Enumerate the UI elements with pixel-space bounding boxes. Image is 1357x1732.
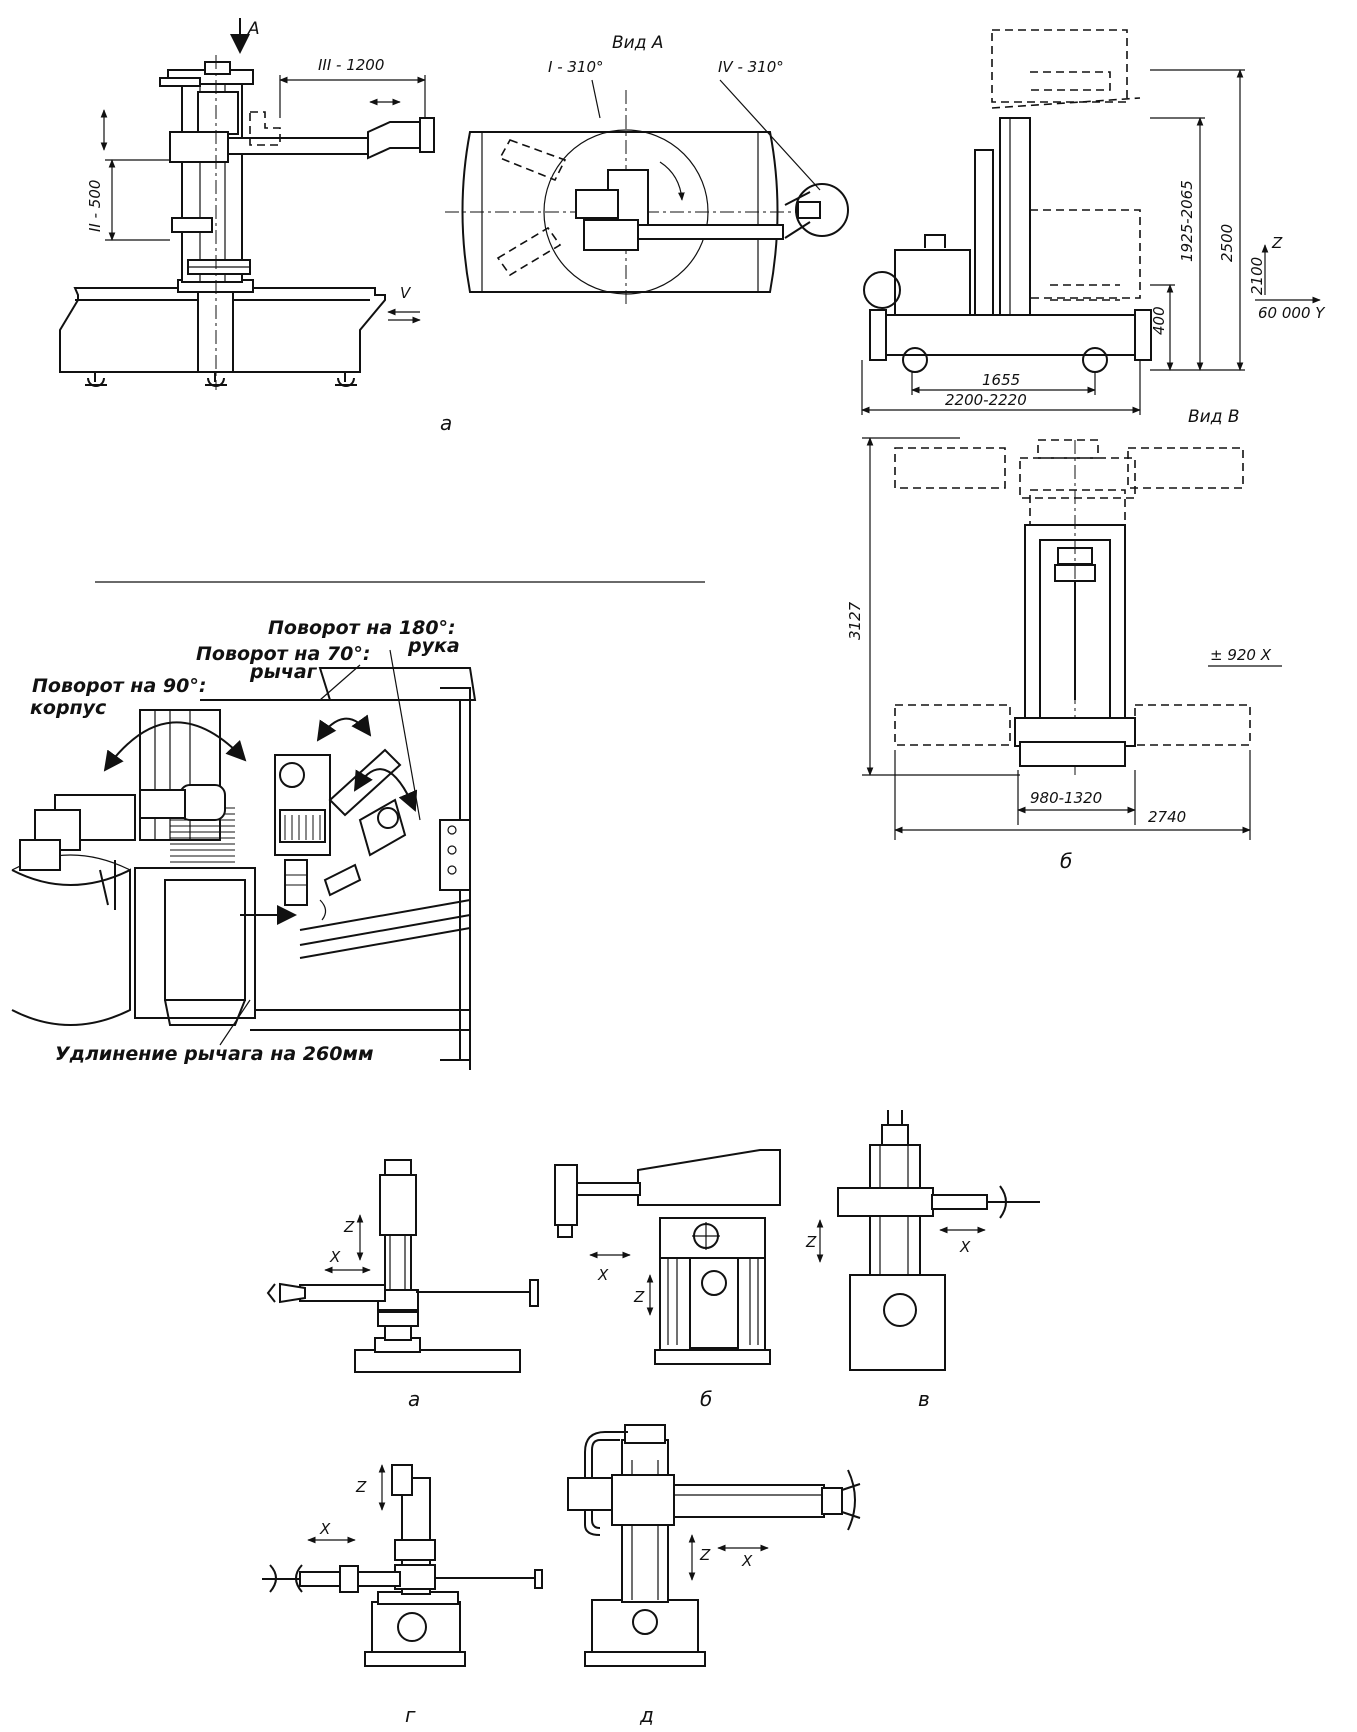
gripper-head: [367, 121, 426, 160]
axis-z: Z: [1271, 234, 1283, 252]
scheme-g-axis-x: X: [319, 1520, 331, 1538]
drive-motor: [179, 784, 226, 821]
caption-a-top: а: [440, 411, 452, 435]
upright-post: [999, 117, 1031, 319]
spindle: [284, 859, 308, 906]
scheme-d-axis-x: X: [741, 1552, 753, 1570]
caption-a-bottom: а: [408, 1387, 420, 1411]
label-rot-180: Поворот на 180°:: [268, 617, 456, 639]
scheme-b-base: [654, 1349, 771, 1365]
motor-circle: [863, 271, 901, 309]
ghost-side-right-top: [1127, 447, 1244, 489]
dim-z-range: 1925-2065: [1178, 180, 1196, 262]
dim-400: 400: [1150, 306, 1168, 335]
panel-b-elevation: 1925-2065 2500 2100 400 Z 60 000 Y 1655 …: [846, 29, 1326, 873]
gripper-jaw: [323, 863, 362, 897]
panel-a-side-view: III - 1200 II - 500 A V а: [59, 18, 452, 435]
dim-2740: 2740: [1148, 808, 1186, 826]
ghost-arm-upper: [498, 139, 567, 182]
dim-lift: II - 500: [86, 180, 104, 232]
caption-v-bottom: в: [918, 1387, 930, 1411]
caption-b-bottom: б: [700, 1387, 712, 1411]
scheme-v-axis-z: Z: [805, 1233, 817, 1251]
scheme-d-axis-z: Z: [699, 1546, 711, 1564]
caption-g-bottom: г: [405, 1703, 416, 1727]
ghost-load: [1029, 209, 1141, 299]
scheme-g-axis-z: Z: [355, 1478, 367, 1496]
dim-reach: III - 1200: [318, 56, 384, 74]
view-marker-a: A: [247, 19, 260, 39]
scheme-a: Z X а: [266, 1159, 539, 1411]
caption-b-top: б: [1060, 849, 1072, 873]
scheme-v-axis-x: X: [959, 1238, 971, 1256]
view-a-plan: Вид А I - 310° IV - 310°: [445, 33, 849, 305]
rail: [974, 149, 994, 316]
scheme-v-base: [849, 1274, 946, 1371]
dim-1655: 1655: [982, 371, 1020, 389]
gripper-circle: [795, 183, 849, 237]
ghost-top-upper: [991, 29, 1128, 103]
caption-d-bottom: д: [639, 1703, 654, 1727]
scheme-g-base: [364, 1651, 466, 1667]
view-a-title: Вид А: [612, 33, 664, 53]
perspective-illustration: Поворот на 180°: рука Поворот на 70°: ры…: [11, 581, 705, 1070]
scheme-d-base: [584, 1651, 706, 1667]
label-rot-90: Поворот на 90°:: [32, 675, 206, 697]
scheme-v: Z X в: [805, 1110, 1040, 1411]
scheme-d-carriage: [611, 1474, 675, 1526]
bed-ways: [250, 1009, 470, 1031]
scheme-a-axis-z: Z: [343, 1218, 355, 1236]
dim-2100: 2100: [1248, 257, 1266, 295]
scheme-d-arm: [673, 1484, 825, 1518]
dim-980: 980-1320: [1030, 789, 1102, 807]
rotate-180-arrow: [353, 768, 418, 812]
arm: [227, 137, 369, 155]
plan-arm: [637, 224, 784, 240]
control-panel: [439, 819, 471, 891]
scheme-a-arm: [299, 1284, 386, 1302]
axis-y: 60 000 Y: [1258, 304, 1326, 322]
rotate-90-arrow: [103, 721, 247, 772]
axis-v: V: [400, 284, 412, 302]
carriage: [169, 131, 229, 163]
view-b-title: Вид В: [1188, 407, 1240, 427]
scheme-v-carriage: [837, 1187, 934, 1217]
plan-outline: [461, 131, 779, 293]
dim-total: 2500: [1218, 224, 1236, 262]
rot-1: I - 310°: [548, 58, 604, 76]
scheme-a-axis-x: X: [329, 1248, 341, 1266]
leveling-feet: [85, 372, 357, 387]
scheme-b-head: [637, 1149, 781, 1206]
label-rot-70: Поворот на 70°:: [196, 643, 370, 665]
label-rot-90-part: корпус: [30, 697, 107, 719]
top-rail: [318, 667, 477, 701]
rot-4: IV - 310°: [718, 58, 784, 76]
control-cabinet: [894, 249, 971, 319]
label-rot-70-part: рычаг: [249, 661, 318, 683]
scheme-a-base: [354, 1349, 521, 1373]
ghost-arm-lower: [496, 226, 562, 277]
scheme-b-axis-x: X: [597, 1266, 609, 1284]
scheme-g: Z X г: [262, 1464, 543, 1727]
dim-2200: 2200-2220: [945, 391, 1027, 409]
rotate-70-arrow: [316, 714, 372, 742]
scheme-d: Z X д: [567, 1424, 861, 1727]
label-rot-180-part: рука: [407, 635, 460, 657]
ghost-side-left-top: [894, 447, 1006, 489]
arm-retracted-ghost: [249, 111, 281, 146]
label-extension: Удлинение рычага на 260мм: [55, 1043, 373, 1065]
dim-3127: 3127: [846, 601, 864, 640]
scheme-b: X Z б: [554, 1149, 781, 1411]
scheme-b-axis-z: Z: [633, 1288, 645, 1306]
dim-x: ± 920 X: [1210, 646, 1272, 664]
